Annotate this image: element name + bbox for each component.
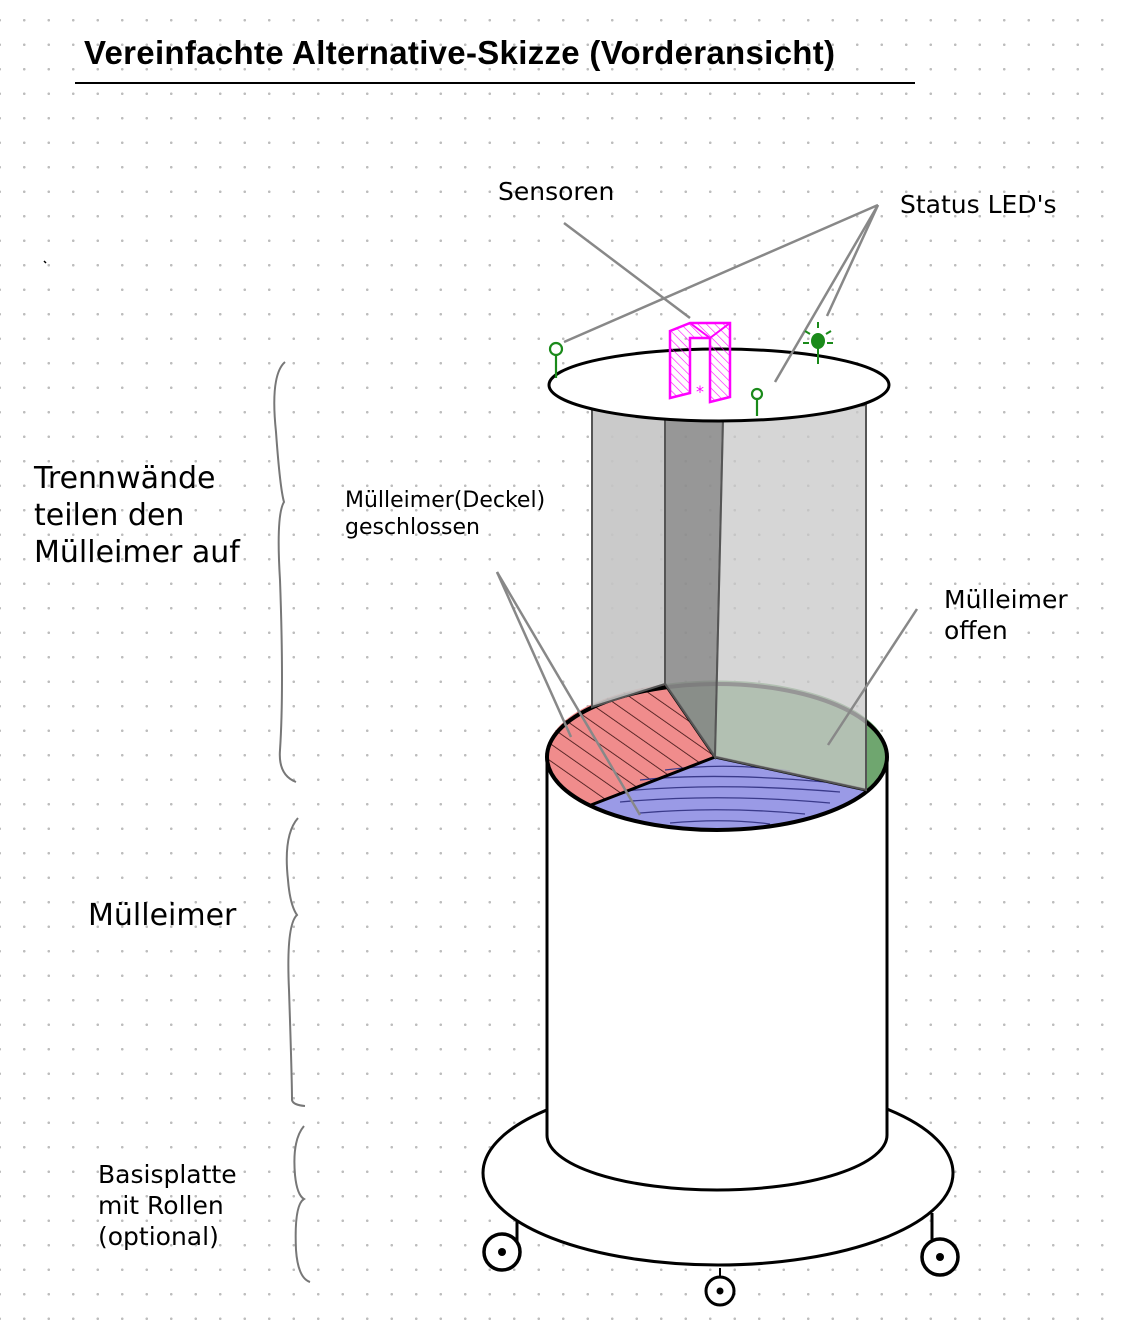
stray-dot [43,260,47,264]
svg-text:*: * [696,382,704,401]
brace-base [293,1125,311,1283]
label-dividers: Trennwände teilen den Mülleimer auf [34,461,240,571]
bin-cylinder [545,755,889,1192]
led-right-lit-icon [803,322,833,364]
braces [273,361,311,1283]
sensor-icon: * [668,321,732,404]
label-status-leds: Status LED's [900,190,1057,219]
leader-lines [495,203,919,816]
label-lid-closed: Mülleimer(Deckel) geschlossen [345,488,546,541]
divider-walls [591,403,867,792]
label-bin-open: Mülleimer offen [944,585,1068,645]
led-left-icon [548,341,564,378]
label-base-plate: Basisplatte mit Rollen (optional) [98,1160,237,1251]
label-sensors: Sensoren [498,177,615,206]
led-middle-icon [750,387,764,416]
wheel-left [482,1232,522,1272]
page-title: Vereinfachte Alternative-Skizze (Vordera… [84,34,836,71]
label-bin: Mülleimer [88,898,237,933]
title-underline [75,82,915,84]
brace-dividers [273,361,297,783]
wheel-right [920,1237,960,1277]
wheel-front [704,1275,736,1307]
brace-bin [285,817,306,1107]
